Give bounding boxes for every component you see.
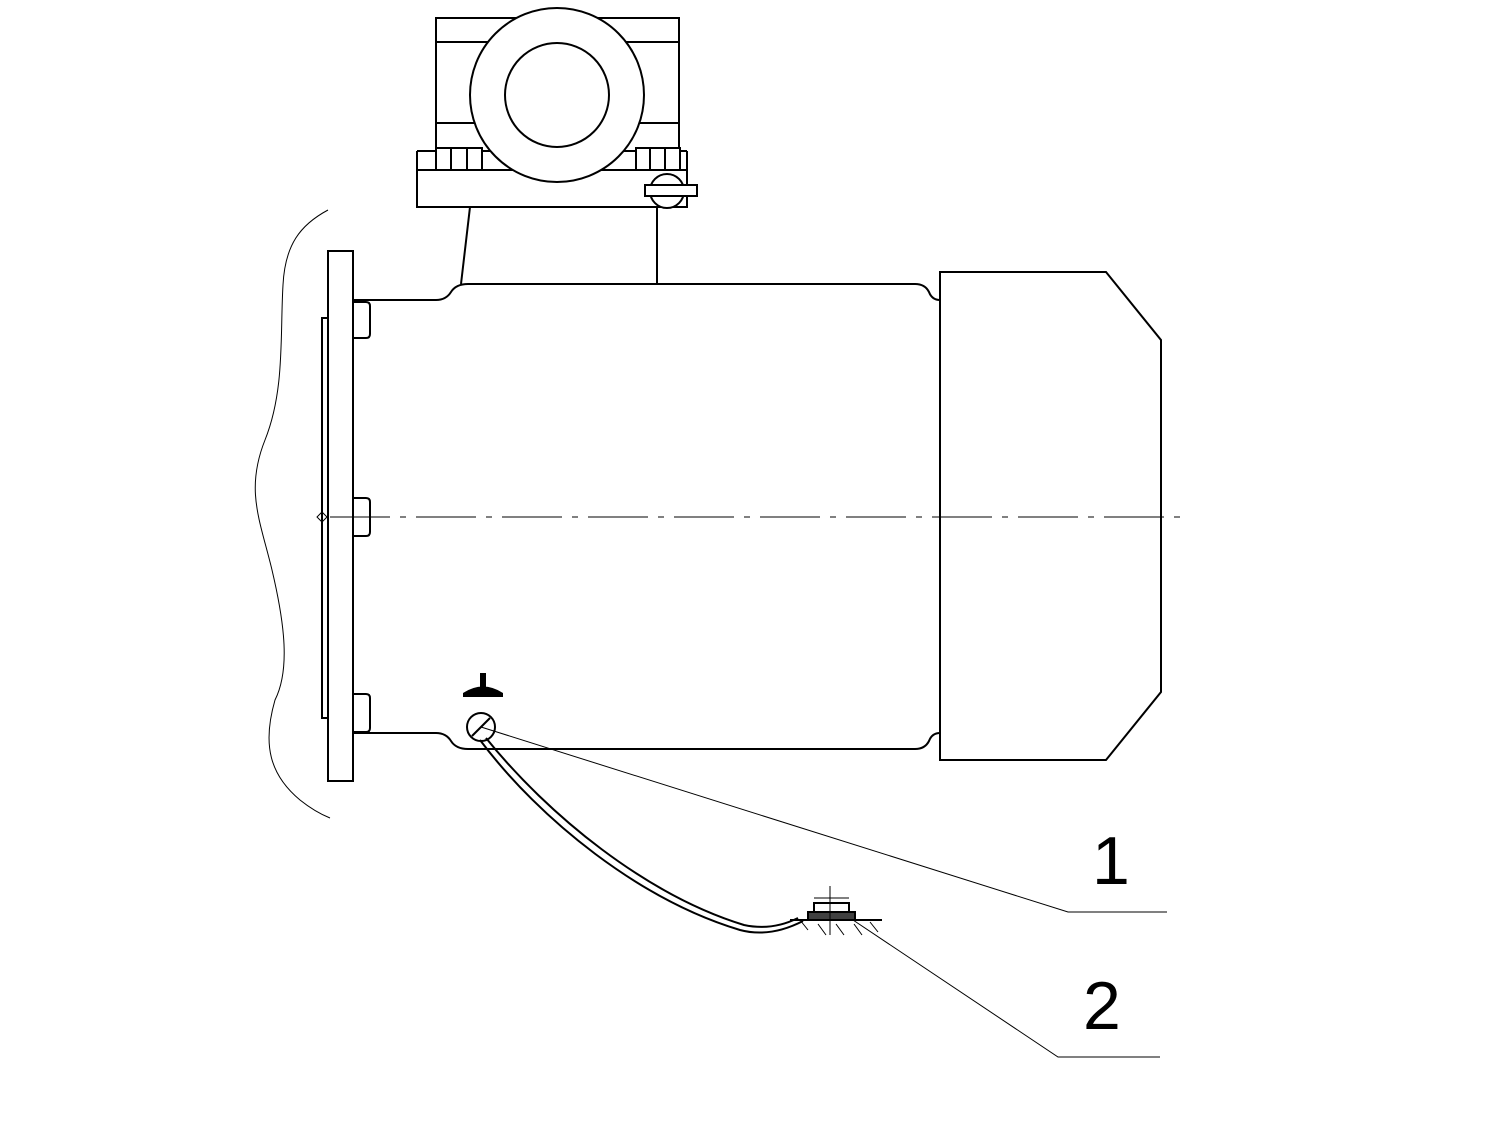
flange-boss-bottom: [353, 693, 371, 733]
flange-spigot: [321, 317, 329, 719]
terminal-box-nut-left: [435, 147, 483, 171]
terminal-box-side-screw: [644, 173, 698, 209]
ground-terminal: [790, 886, 882, 936]
callout-label-1: 1: [1092, 823, 1130, 899]
fan-cover: [939, 271, 1162, 761]
motor-body: [353, 283, 941, 750]
terminal-box-nut-right: [635, 147, 681, 171]
grounding-wire: [479, 739, 804, 934]
cable-gland-outer: [469, 7, 645, 183]
mounting-flange: [327, 250, 354, 782]
earth-ground-icon: [463, 673, 503, 697]
wall-break-line: [254, 209, 331, 819]
center-mark: [316, 511, 328, 523]
leader-line-1: [480, 726, 1167, 913]
callout-label-2: 2: [1083, 968, 1121, 1044]
flange-boss-top: [353, 301, 371, 339]
cable-gland-inner: [504, 42, 610, 148]
leader-line-2: [852, 919, 1160, 1058]
terminal-box-neck: [460, 206, 658, 285]
grounding-wire-inner: [485, 737, 799, 928]
